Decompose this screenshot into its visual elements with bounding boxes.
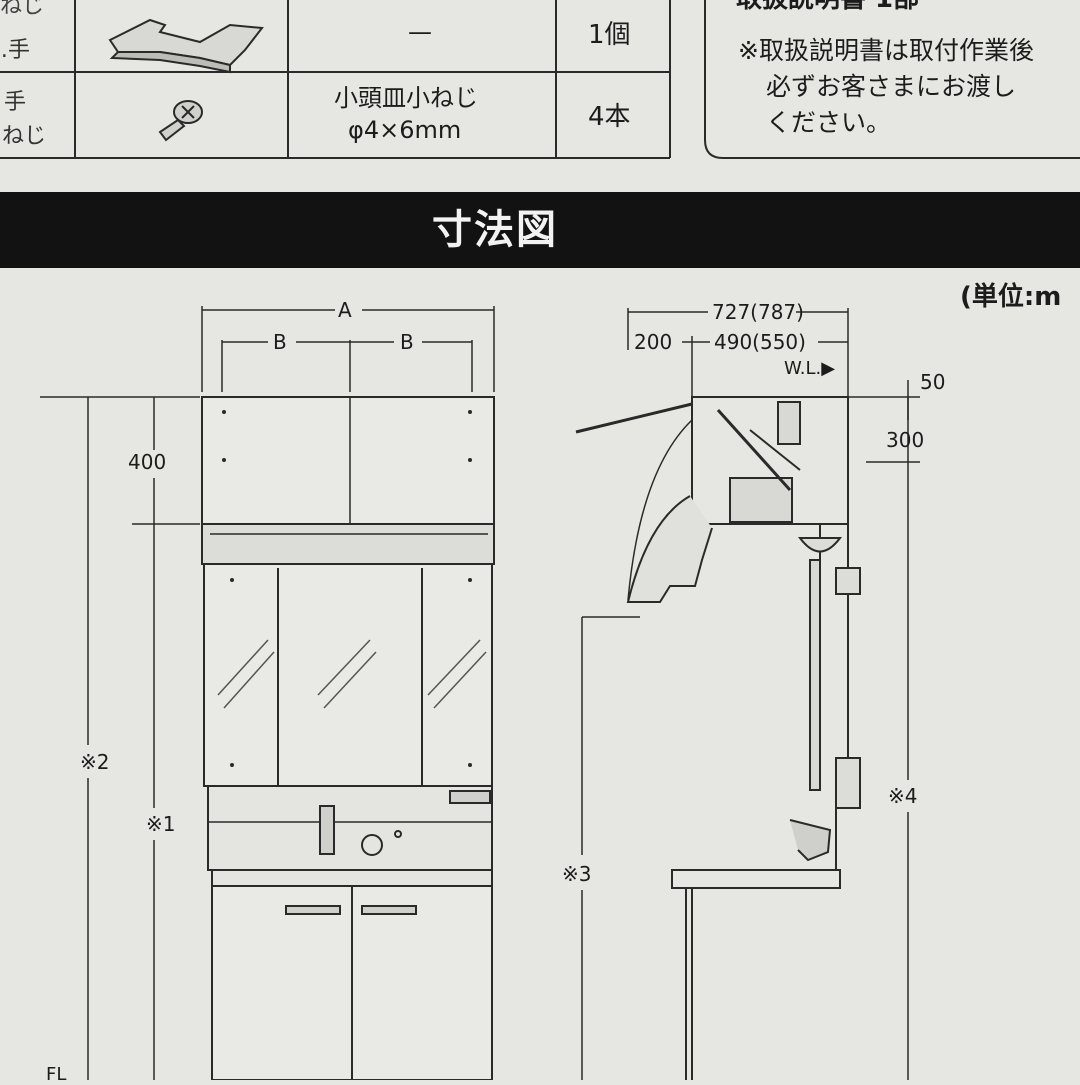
dim-50-label: 50 (920, 370, 946, 394)
table-row-3-spec-line1: 小頭皿小ねじ (334, 84, 478, 112)
notice-title: 取扱説明書 1部 (736, 0, 919, 12)
dim-total-label: 727(787) (712, 300, 804, 324)
table-row-2-name: …手 (0, 38, 31, 63)
unit-label: (単位:m (960, 282, 1062, 312)
table-row-3-name-line2: ねじ (2, 124, 47, 149)
dim-b-left-label: B (273, 330, 287, 354)
note-3-label: ※3 (562, 862, 592, 886)
dim-b-right-label: B (400, 330, 414, 354)
front-view-drawing (40, 306, 495, 1080)
side-view-drawing (575, 308, 920, 1080)
bracket-part-icon (108, 18, 264, 74)
mirror-reflection-marks (217, 639, 487, 709)
table-row-3-name-line1: 手 (4, 90, 27, 115)
notice-line-3: ください。 (766, 108, 892, 137)
screw-part-icon (158, 100, 203, 142)
section-title-bar (0, 192, 1080, 268)
dim-400-label: 400 (128, 450, 167, 474)
note-2-label: ※2 (80, 750, 110, 774)
parts-table (0, 0, 671, 159)
screw-point-marks (222, 410, 472, 767)
notice-box-border (704, 0, 1080, 159)
table-row-1-name: ねじ (0, 0, 45, 19)
section-title: 寸法図 (432, 207, 558, 253)
table-row-2-qty: 1個 (588, 20, 631, 50)
table-row-2-spec: — (408, 18, 432, 46)
fl-label: FL (46, 1064, 67, 1085)
table-row-3-qty: 4本 (588, 102, 631, 132)
dim-200-label: 200 (634, 330, 673, 354)
note-1-label: ※1 (146, 812, 176, 836)
notice-line-1: ※取扱説明書は取付作業後 (738, 36, 1034, 65)
wl-label: W.L.▶ (784, 358, 836, 379)
dim-300-label: 300 (886, 428, 925, 452)
dim-490-label: 490(550) (714, 330, 806, 354)
dim-a-label: A (338, 298, 352, 322)
notice-line-2: 必ずお客さまにお渡し (766, 72, 1017, 101)
note-4-label: ※4 (888, 784, 918, 808)
table-row-3-spec-line2: φ4×6mm (348, 116, 462, 144)
